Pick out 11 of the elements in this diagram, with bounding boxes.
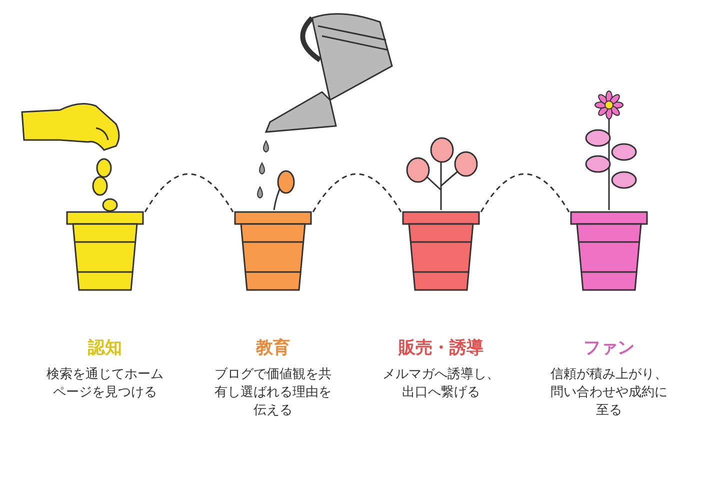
stage-description: ブログで価値観を共有し選ばれる理由を伝える bbox=[214, 366, 332, 420]
stage-heading: 教育 bbox=[254, 338, 291, 358]
stage-heading: ファン bbox=[582, 338, 636, 358]
stage-description: メルマガへ誘導し、出口へ繋げる bbox=[382, 366, 500, 402]
dashed-connector bbox=[480, 173, 570, 212]
stage-description: 検索を通じてホームページを見つける bbox=[46, 366, 164, 402]
dashed-connector bbox=[144, 173, 234, 212]
dashed-connector bbox=[312, 173, 402, 212]
stage-heading: 認知 bbox=[86, 338, 123, 358]
stage-description: 信頼が積み上がり、問い合わせや成約に至る bbox=[550, 366, 668, 420]
stage-heading: 販売・誘導 bbox=[397, 338, 484, 358]
